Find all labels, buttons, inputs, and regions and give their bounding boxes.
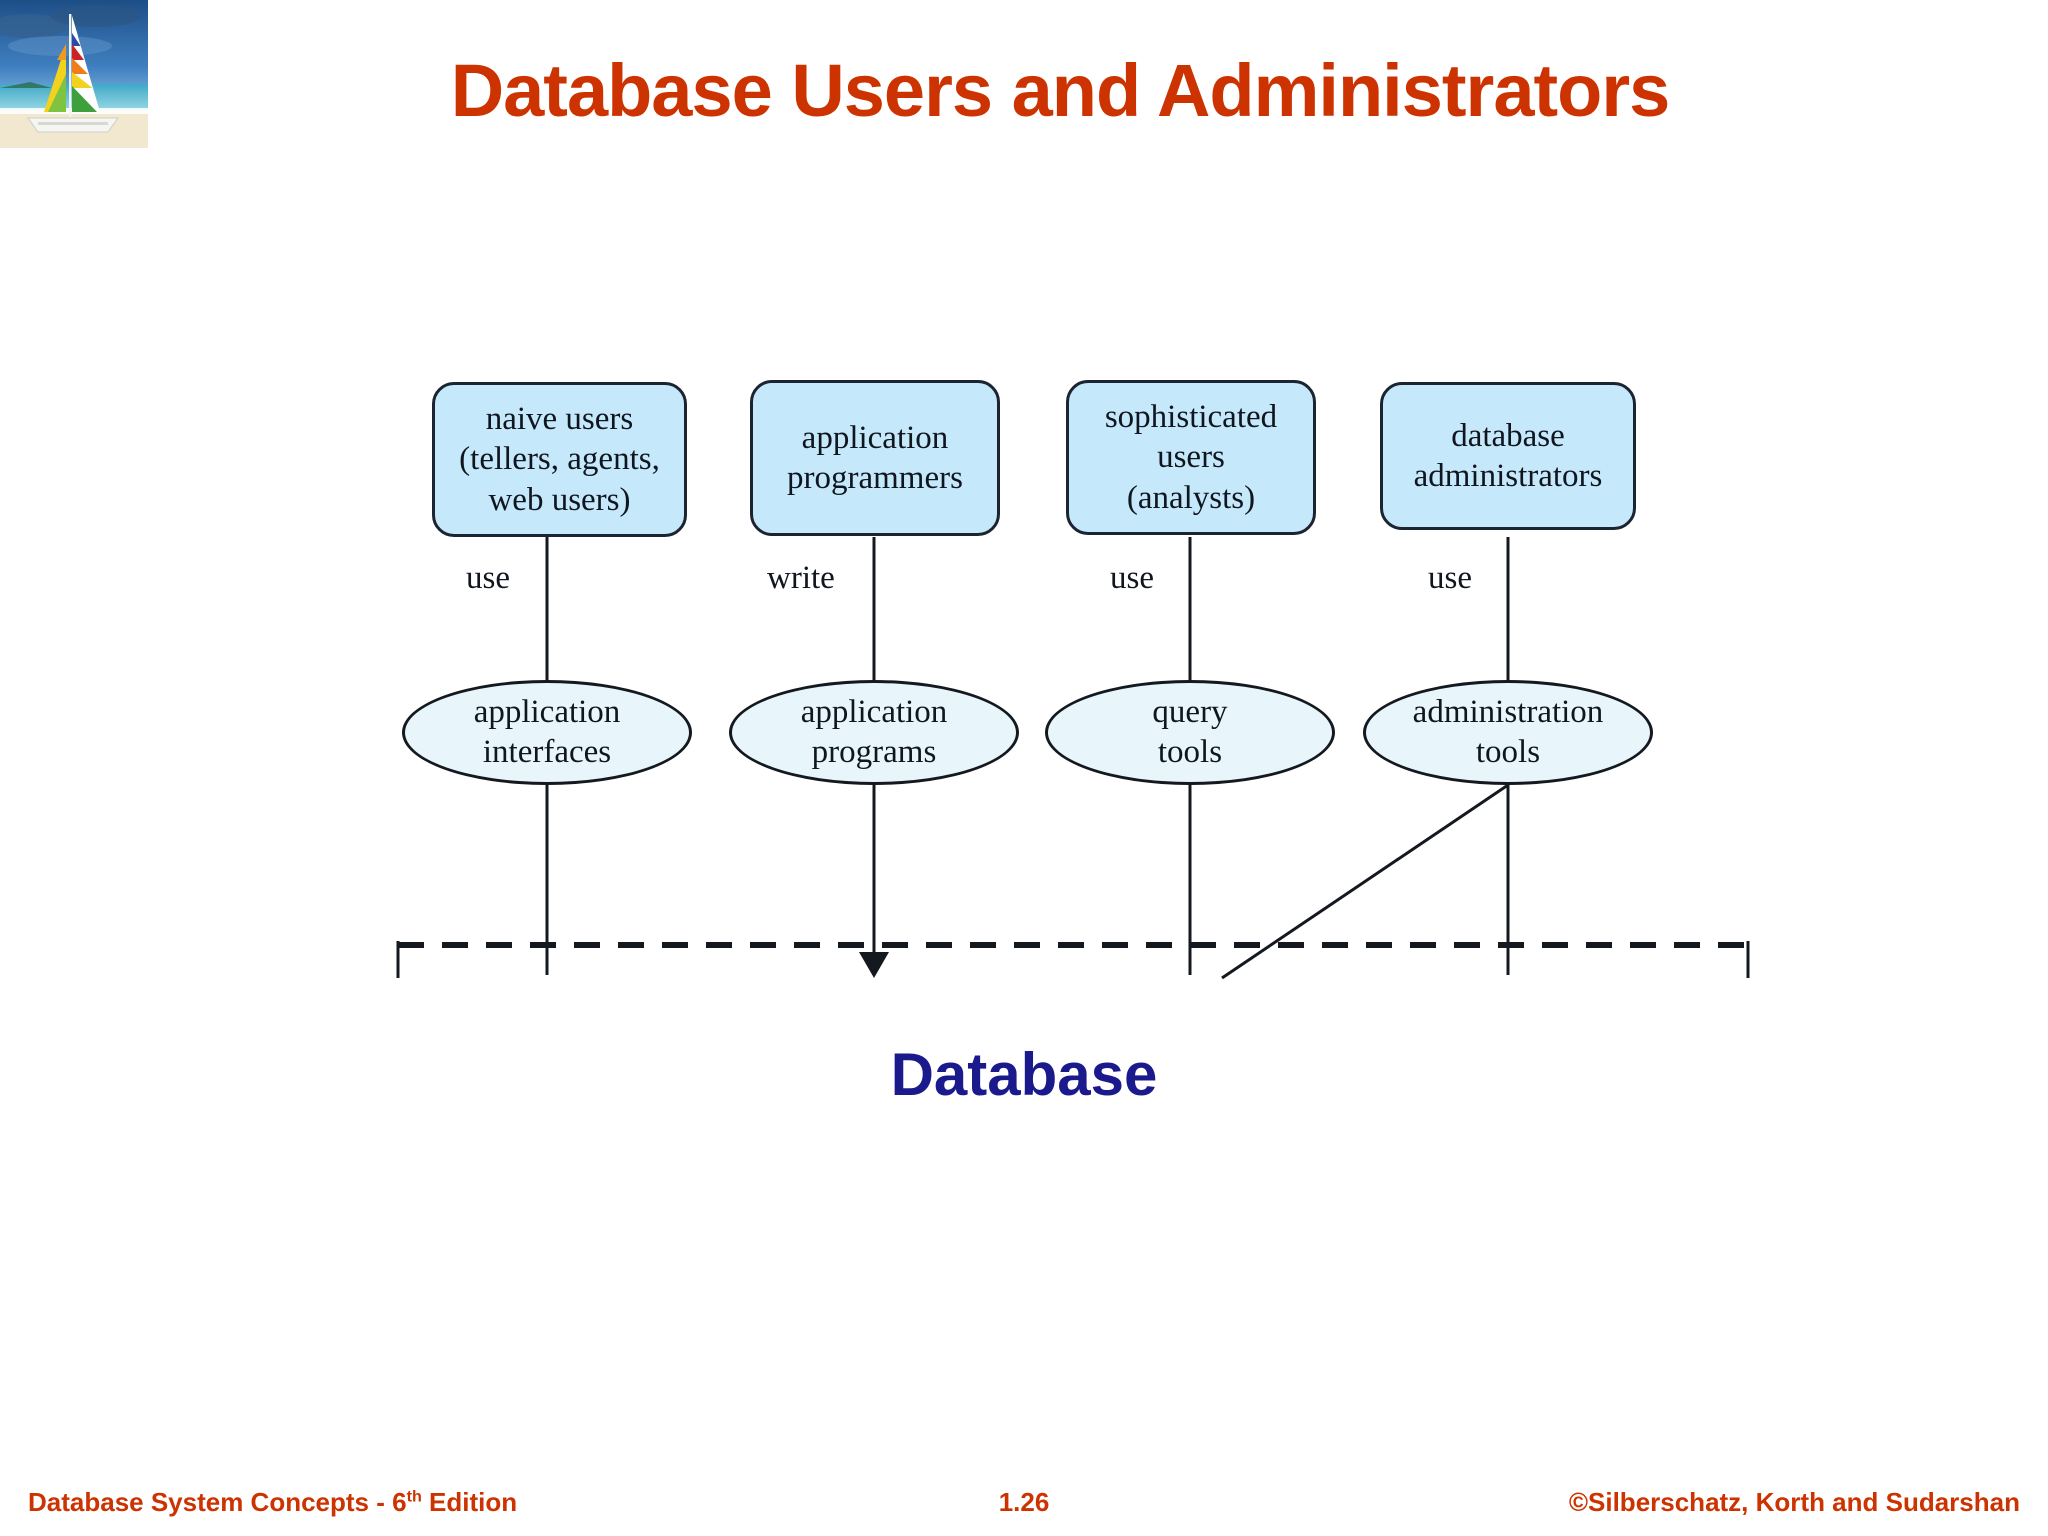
page-title: Database Users and Administrators [450, 49, 1671, 132]
node-naive-users-label: naive users (tellers, agents, web users) [459, 401, 660, 518]
node-sophisticated-users-label: sophisticated users (analysts) [1104, 399, 1278, 516]
node-application-programs-label: application programs [800, 693, 948, 770]
edge-label-use-3: use [1428, 560, 1472, 596]
node-query-tools-label: query tools [1152, 693, 1228, 770]
database-caption: Database [890, 1041, 1158, 1108]
node-application-interfaces-label: application interfaces [473, 693, 621, 770]
footer-page-number: 1.26 [998, 1487, 1050, 1517]
edge-label-use-2: use [1110, 560, 1154, 596]
node-application-programmers-label: application programmers [787, 419, 963, 496]
node-naive-users[interactable]: naive users (tellers, agents, web users) [432, 382, 687, 537]
slide-footer: Database System Concepts - 6th Edition 1… [0, 1474, 2048, 1536]
node-application-interfaces[interactable]: application interfaces [402, 680, 692, 785]
node-sophisticated-users[interactable]: sophisticated users (analysts) [1066, 380, 1316, 535]
node-application-programs[interactable]: application programs [729, 680, 1019, 785]
arrowhead-programs-to-db [859, 952, 889, 978]
node-query-tools[interactable]: query tools [1045, 680, 1335, 785]
edge-label-write: write [767, 560, 835, 596]
footer-book-title: Database System Concepts - 6th Edition [28, 1487, 517, 1518]
footer-book-title-prefix: Database System Concepts - 6 [28, 1487, 407, 1517]
node-database-administrators[interactable]: database administrators [1380, 382, 1636, 530]
slide-logo [0, 0, 148, 148]
connector-admin-diagonal [1221, 783, 1509, 980]
node-administration-tools[interactable]: administration tools [1363, 680, 1653, 785]
node-database-administrators-label: database administrators [1413, 417, 1603, 494]
footer-book-title-ordinal: th [406, 1487, 422, 1506]
node-application-programmers[interactable]: application programmers [750, 380, 1000, 536]
footer-copyright: ©Silberschatz, Korth and Sudarshan [1568, 1487, 2020, 1517]
edge-label-use-1: use [466, 560, 510, 596]
node-administration-tools-label: administration tools [1412, 693, 1604, 770]
sailboat-beach-icon [0, 0, 148, 148]
footer-book-title-suffix: Edition [421, 1487, 518, 1517]
